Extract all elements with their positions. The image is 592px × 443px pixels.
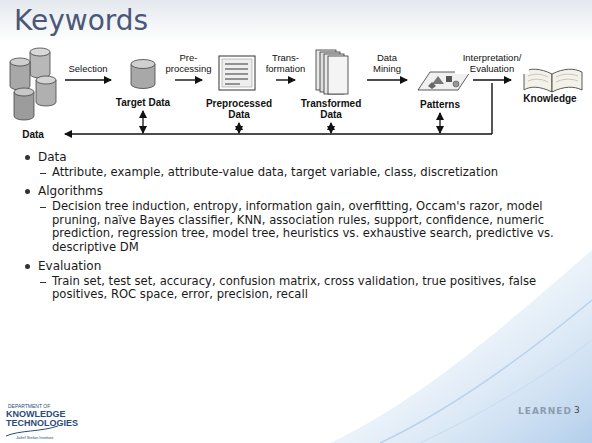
bullet-heading: Data — [38, 150, 67, 164]
arrow-label: Data Mining — [368, 52, 406, 74]
sub-bullet-item: Decision tree induction, entropy, inform… — [0, 200, 592, 254]
arrow-label: Selection — [63, 63, 113, 74]
stage-label: Data — [2, 129, 64, 140]
open-book — [524, 69, 582, 92]
bullet-item: Algorithms — [0, 184, 592, 198]
bullet-item: Evaluation — [0, 259, 592, 273]
database-stack — [10, 48, 56, 120]
stage-label: Knowledge — [512, 93, 588, 104]
process-arrow — [276, 79, 295, 80]
process-arrow — [473, 79, 511, 80]
bullet-list: DataAttribute, example, attribute-value … — [0, 145, 592, 302]
feedback-arrow — [238, 123, 239, 133]
stage-label: Target Data — [112, 97, 174, 108]
sub-bullet-item: Attribute, example, attribute-value data… — [0, 166, 592, 179]
keyword-list: Attribute, example, attribute-value data… — [52, 165, 498, 179]
decor-line — [380, 300, 592, 443]
stage-label: Preprocessed Data — [203, 98, 275, 120]
feedback-arrow — [142, 111, 143, 133]
bullet-dash — [40, 207, 46, 208]
bullet-dot — [25, 264, 30, 269]
patterns-plane — [418, 72, 470, 90]
keyword-list: Decision tree induction, entropy, inform… — [52, 199, 554, 253]
bullet-dash — [40, 282, 46, 283]
bullet-heading: Algorithms — [38, 184, 103, 198]
stacked-pages — [316, 50, 348, 94]
feedback-arrow — [330, 123, 331, 133]
feedback-arrow — [439, 113, 440, 133]
bullet-dot — [25, 189, 30, 194]
bullet-heading: Evaluation — [38, 259, 101, 273]
bullet-item: Data — [0, 150, 592, 164]
slide-title: Keywords — [14, 4, 148, 37]
decor-line — [420, 340, 592, 443]
keyword-list: Train set, test set, accuracy, confusion… — [52, 274, 536, 301]
sub-bullet-item: Train set, test set, accuracy, confusion… — [0, 275, 592, 302]
stage-label: Transformed Data — [296, 98, 366, 120]
bullet-dash — [40, 173, 46, 174]
feedback-line — [491, 83, 492, 134]
process-arrow — [367, 79, 407, 80]
logo-text: TECHNOLOGIES — [6, 418, 78, 428]
stage-label: Patterns — [408, 99, 472, 110]
logo-text: KNOWLEDGE — [6, 409, 66, 419]
page-number: 3 — [574, 405, 580, 415]
process-arrow — [65, 79, 111, 80]
target-cylinder — [131, 60, 155, 89]
process-arrow — [175, 79, 202, 80]
process-stage: Data — [2, 44, 64, 140]
arrow-label: Interpretation/ Evaluation — [455, 52, 529, 74]
arrow-label: Trans- formation — [262, 52, 310, 74]
document-icon — [219, 56, 255, 90]
logo-text: DEPARTMENT OF — [8, 403, 50, 409]
bullet-dot — [25, 155, 30, 160]
arrow-label: Pre- processing — [163, 52, 215, 74]
watermark: LEARNED — [518, 406, 572, 416]
logo-text: Jožef Stefan Institute — [16, 435, 53, 440]
feedback-line — [65, 133, 492, 134]
header-band — [0, 0, 592, 42]
